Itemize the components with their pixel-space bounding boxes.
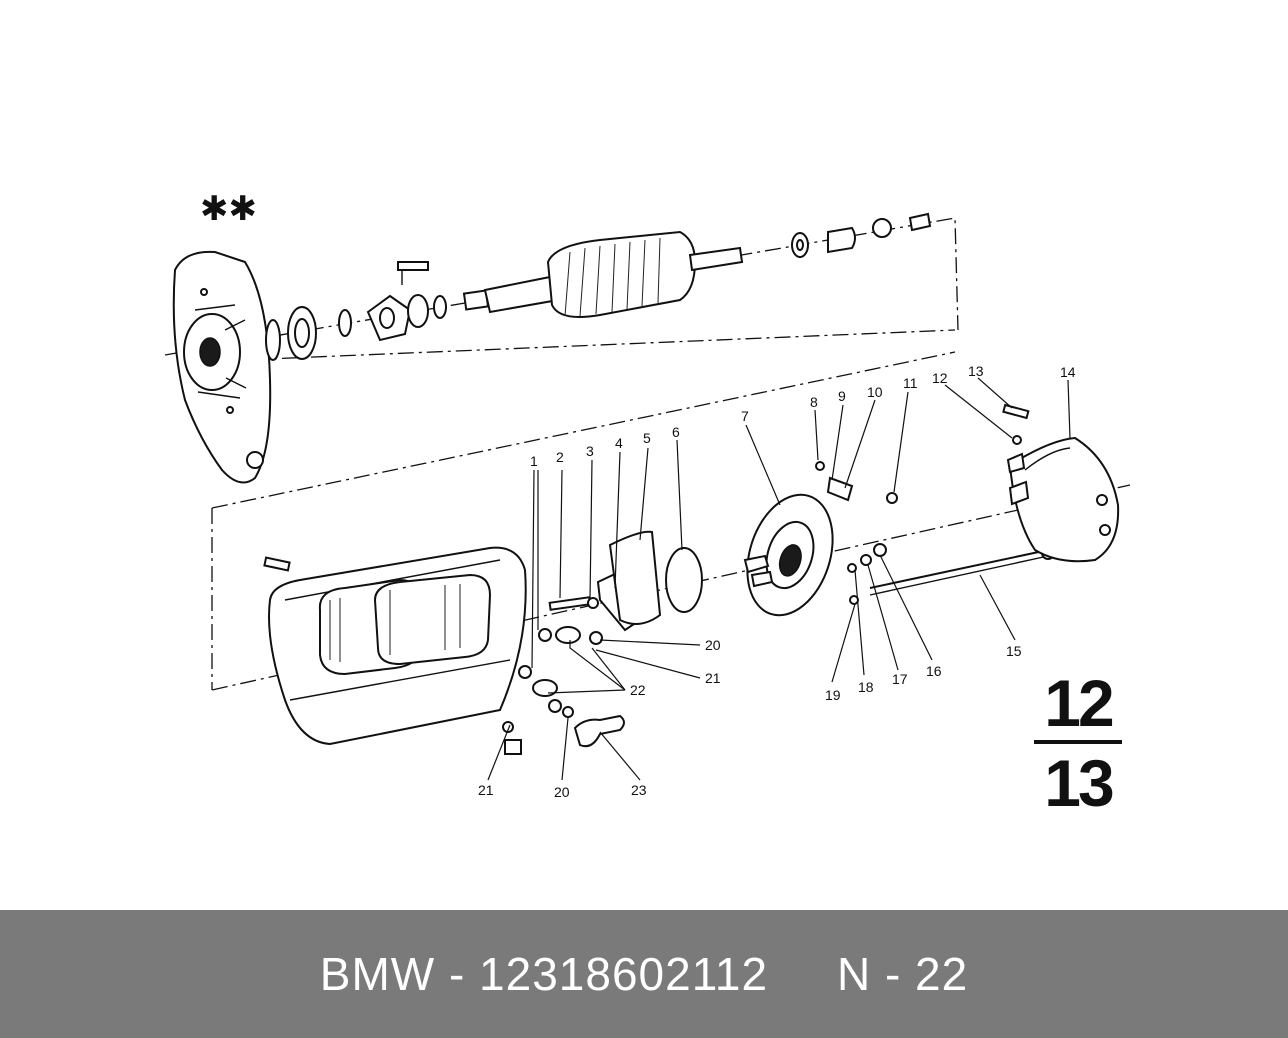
callout-18: 18 [858,679,874,695]
callout-11: 11 [903,375,918,391]
callout-4: 4 [615,435,623,451]
page-reference-bottom: 13 [1044,746,1114,820]
page-reference: 12 13 [1030,668,1126,818]
armature [462,230,744,318]
drive-end-bracket [172,250,272,484]
callout-23: 23 [631,782,647,798]
callout-17: 17 [892,671,908,687]
bearing-stack [265,261,447,361]
callout-labels: 1 2 3 4 5 6 7 8 9 10 11 12 13 14 15 16 1… [478,363,1076,800]
callout-15: 15 [1006,643,1022,659]
leader-lines [487,377,1071,781]
callout-3: 3 [586,443,594,459]
callout-22: 22 [630,682,646,698]
page-reference-top: 12 [1044,666,1114,740]
callout-1: 1 [530,453,538,469]
callout-20-lower: 20 [554,784,570,800]
callout-13: 13 [968,363,984,379]
callout-19: 19 [825,687,841,703]
callout-21-upper: 21 [705,670,721,686]
end-cover [1002,403,1120,563]
callout-21-lower: 21 [478,782,494,798]
callout-7: 7 [741,408,749,424]
parts-diagram: ✱✱ [164,190,1131,818]
page-reference-divider [1034,740,1122,744]
callout-2: 2 [556,449,564,465]
callout-10: 10 [867,384,883,400]
brush-holder-parts [502,530,703,755]
footer-bar: BMW - 12318602112 N - 22 [0,910,1288,1038]
through-bolt [869,546,1055,596]
upper-axis-line [194,329,956,363]
callout-20-upper: 20 [705,637,721,653]
stars-marker: ✱✱ [200,190,257,228]
callout-6: 6 [672,424,680,440]
callout-16: 16 [926,663,942,679]
shaft-end-parts [791,212,932,258]
callout-12: 12 [932,370,948,386]
commutator-end-bracket [743,461,898,617]
stator-housing [263,546,527,746]
lower-top-line [211,351,956,509]
callout-5: 5 [643,430,651,446]
part-number-caption: BMW - 12318602112 N - 22 [319,948,969,1000]
callout-9: 9 [838,388,846,404]
callout-8: 8 [810,394,818,410]
exploded-view-drawing: ✱✱ [164,190,1131,800]
callout-14: 14 [1060,364,1076,380]
